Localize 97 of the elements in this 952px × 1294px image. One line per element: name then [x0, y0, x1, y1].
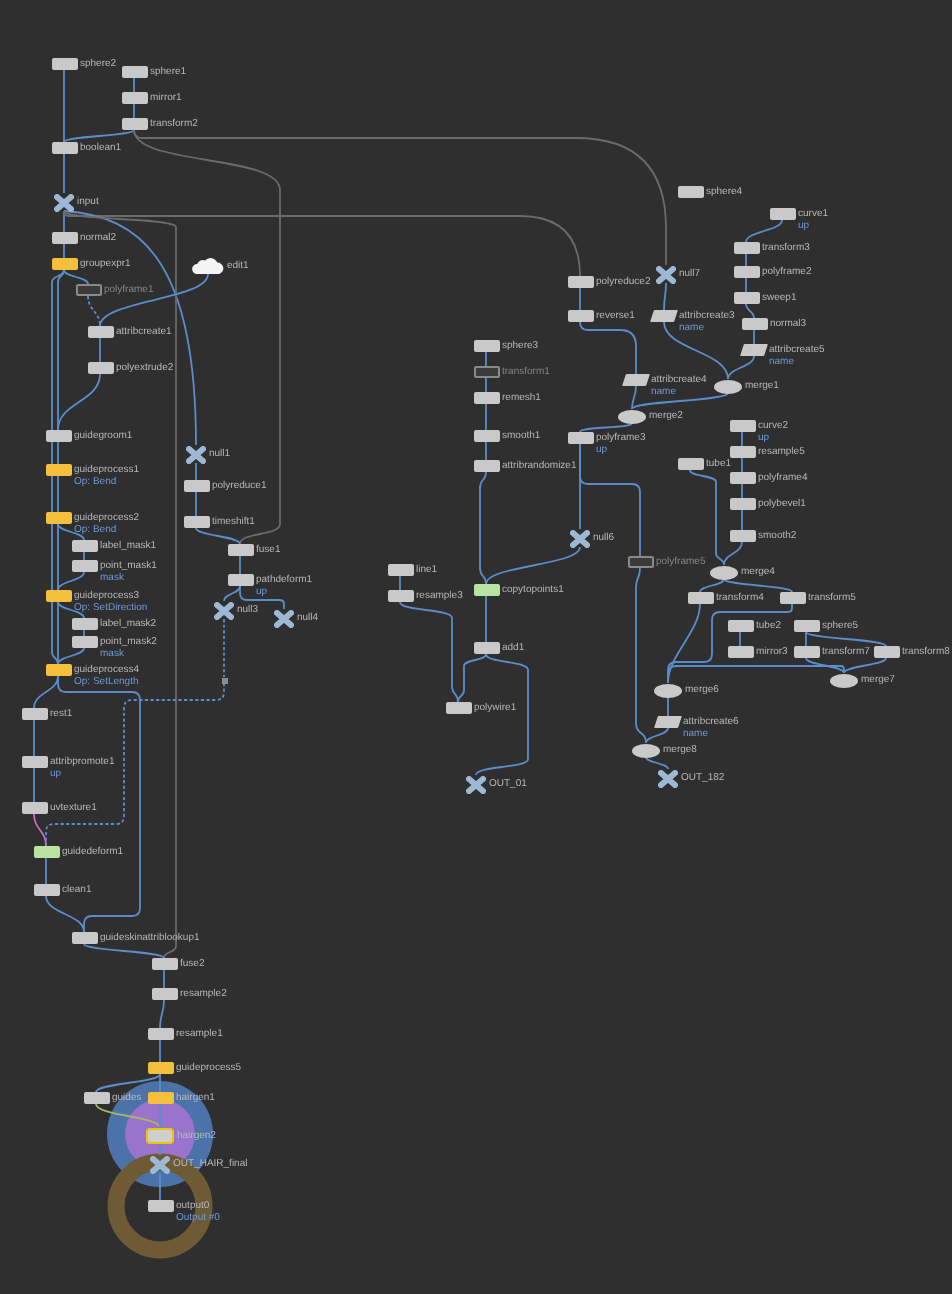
connector: [667, 696, 669, 717]
connector: [33, 813, 47, 847]
connector: [63, 129, 135, 143]
connector: [741, 457, 743, 473]
connector: [843, 657, 887, 674]
connector: [63, 243, 65, 259]
connector: [87, 295, 101, 327]
connector: [485, 403, 487, 431]
connector: [635, 567, 647, 744]
connector: [485, 441, 487, 461]
connector: [159, 1073, 161, 1093]
connector: [83, 943, 165, 959]
connector: [745, 219, 783, 243]
connector: [399, 575, 401, 591]
connector: [195, 527, 241, 545]
connector: [645, 727, 669, 744]
connector: [63, 210, 177, 959]
connector: [485, 351, 487, 367]
connector: [63, 210, 197, 446]
connector: [95, 1073, 161, 1093]
connector: [485, 377, 487, 393]
connector: [727, 355, 755, 380]
connector: [57, 475, 59, 513]
connector: [99, 337, 101, 363]
connector: [63, 153, 65, 194]
connector: [805, 657, 845, 674]
connector: [399, 601, 459, 703]
connector: [485, 546, 581, 585]
connector: [645, 756, 669, 770]
connector: [667, 665, 845, 684]
connector: [663, 282, 667, 311]
connector: [57, 269, 65, 431]
connector: [159, 1103, 161, 1129]
connector: [63, 69, 65, 143]
connector: [57, 523, 85, 541]
connector: [45, 895, 85, 933]
connector: [159, 1039, 161, 1063]
connector: [579, 321, 637, 375]
connector: [159, 999, 165, 1029]
connector: [739, 631, 741, 647]
connector: [133, 103, 135, 119]
connector: [579, 287, 581, 311]
connector: [223, 585, 241, 602]
connector: [63, 269, 89, 285]
connector: [741, 431, 743, 447]
connector: [663, 321, 729, 380]
connector: [33, 767, 35, 803]
connector: [159, 1143, 161, 1156]
connector: [33, 719, 35, 757]
connector: [745, 277, 747, 293]
connector: [63, 210, 65, 233]
connector: [57, 601, 59, 665]
connector: [631, 392, 729, 410]
connector: [95, 1103, 161, 1129]
connector: [99, 273, 209, 327]
connector: [457, 653, 487, 703]
connector: [753, 329, 755, 345]
connector: [723, 578, 793, 593]
connector: [57, 523, 59, 591]
connector: [805, 631, 887, 647]
connector: [195, 462, 197, 481]
connector: [699, 578, 725, 593]
connector: [223, 618, 225, 678]
connector: [239, 585, 285, 610]
connector: [479, 471, 487, 585]
connector: [745, 253, 747, 267]
connector: [239, 555, 241, 575]
connector: [723, 541, 743, 566]
connector: [57, 441, 59, 465]
connector: [741, 509, 743, 531]
connector: [57, 571, 85, 591]
connector: [83, 629, 85, 637]
connector: [133, 129, 281, 545]
connector: [745, 303, 755, 319]
connector: [485, 595, 487, 643]
connector: [163, 969, 165, 989]
connector: [579, 422, 633, 433]
connector: [159, 1172, 161, 1201]
connector: [689, 469, 725, 566]
connector: [631, 385, 637, 410]
connector: [475, 653, 529, 776]
connector: [741, 483, 743, 499]
connector: [51, 269, 65, 665]
connector: [63, 210, 581, 277]
connector: [195, 491, 197, 517]
connector: [57, 373, 101, 431]
connector: [33, 675, 59, 709]
connector: [45, 682, 225, 847]
connector: [133, 129, 667, 266]
connector: [133, 77, 135, 93]
connector: [57, 647, 85, 665]
connector: [579, 443, 641, 557]
connector: [57, 601, 85, 619]
connector: [83, 551, 85, 561]
connector: [45, 857, 47, 885]
connector: [805, 631, 807, 647]
connector: [57, 675, 141, 933]
